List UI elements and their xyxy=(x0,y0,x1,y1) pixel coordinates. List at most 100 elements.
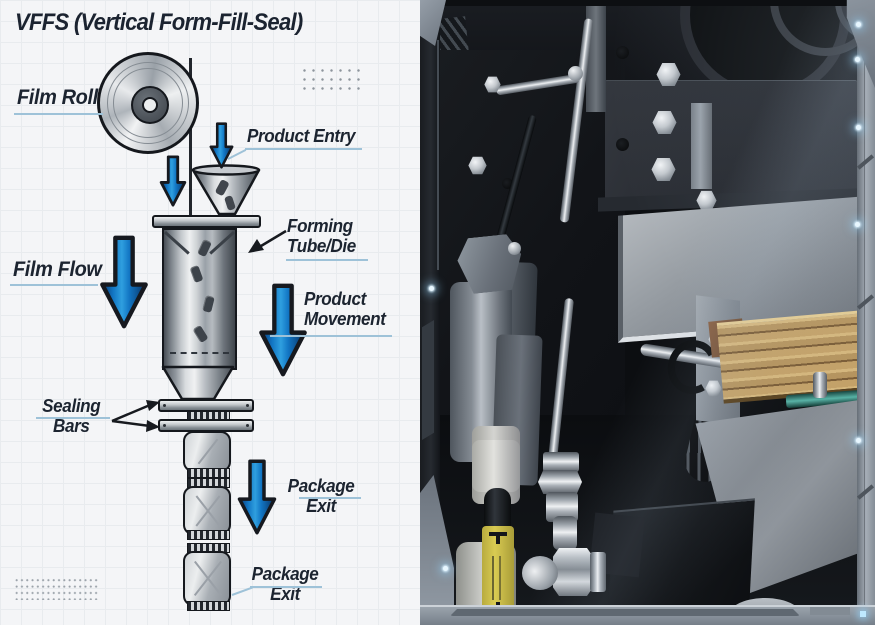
chrome-plug-tip xyxy=(522,556,558,590)
ball-joint xyxy=(568,66,583,81)
chrome-stud xyxy=(813,372,827,398)
forming-tube-pointer-arrow xyxy=(248,229,287,253)
label-product-movement: Product Movement xyxy=(304,289,386,329)
label-sealing-bars-line1: Sealing xyxy=(42,396,101,416)
frame-left-seam xyxy=(437,40,439,270)
panel-hole xyxy=(502,178,513,189)
sparkle-glint xyxy=(856,22,861,27)
mounting-plate xyxy=(605,80,857,199)
product-piece xyxy=(192,324,209,344)
forming-shoulder-line xyxy=(164,231,190,255)
hex-bolt xyxy=(652,111,677,134)
film-roll-axle xyxy=(142,97,158,113)
forming-shoulder-line xyxy=(209,231,235,255)
plate-hole xyxy=(616,46,629,59)
frame-right-seam xyxy=(864,0,865,625)
sparkle-square xyxy=(860,611,866,617)
label-package-exit-lower-line1: Package xyxy=(251,564,319,584)
label-product-entry: Product Entry xyxy=(247,126,356,146)
underline-film-flow xyxy=(10,284,98,286)
sparkle-glint xyxy=(855,222,860,227)
bag-seal-band xyxy=(187,468,230,478)
label-text-lines xyxy=(499,556,501,600)
sealing-bars-pointer-arrows xyxy=(111,400,160,432)
frame-right xyxy=(857,0,875,625)
hex-bolt xyxy=(656,63,681,86)
frame-bottom-notch xyxy=(810,607,850,615)
machine-photo xyxy=(420,0,875,625)
cap-bolt xyxy=(508,242,521,255)
bag-seal-band xyxy=(187,601,230,611)
plate-hole xyxy=(616,138,629,151)
decor-dots-top xyxy=(300,66,363,93)
underline-product-movement xyxy=(270,335,392,337)
decor-dots-bottom xyxy=(14,577,98,600)
frame-bottom-channel xyxy=(450,609,800,616)
label-film-flow: Film Flow xyxy=(13,258,102,281)
package-bag xyxy=(183,551,231,606)
product-piece xyxy=(197,238,212,258)
package-bag xyxy=(183,431,231,472)
fill-level-dashes xyxy=(170,352,229,354)
hex-bolt xyxy=(651,158,676,181)
label-text-lines xyxy=(492,556,494,600)
sparkle-glint xyxy=(856,438,861,443)
film-roll-ring xyxy=(113,68,183,138)
package-exit-arrow-icon xyxy=(237,459,277,535)
film-strip-line xyxy=(189,58,192,218)
label-forming-tube: Forming Tube/Die xyxy=(287,216,356,256)
label-sealing-bars-line2: Bars xyxy=(52,416,90,437)
label-film-roll: Film Roll xyxy=(17,86,98,109)
sparkle-glint xyxy=(856,125,861,130)
product-piece xyxy=(202,295,215,313)
sparkle-glint xyxy=(855,57,860,62)
film-flow-arrow-icon xyxy=(100,235,148,329)
package-bag xyxy=(183,486,231,535)
sparkle-glint xyxy=(429,286,434,291)
chrome-gland-nut xyxy=(553,548,593,596)
label-package-exit-upper-line1: Package xyxy=(287,476,355,496)
underline-sealing-bars xyxy=(36,417,110,419)
label-product-movement-line1: Product xyxy=(304,289,366,309)
pipe-elbow xyxy=(553,516,577,550)
label-package-exit-lower-line2: Exit xyxy=(270,584,300,605)
hex-fitting xyxy=(538,470,582,494)
hex-bolt xyxy=(705,380,722,397)
tube-taper xyxy=(161,365,235,401)
film-roll-ring xyxy=(107,62,189,144)
label-sealing-bars: Sealing Bars xyxy=(38,396,105,436)
copper-sealing-jaws xyxy=(716,309,875,404)
product-piece xyxy=(189,264,204,284)
tube-flange xyxy=(152,215,261,228)
bag-seal-band xyxy=(187,530,230,540)
frame-top xyxy=(420,0,875,6)
product-movement-arrow-icon xyxy=(259,283,307,377)
frame-left-accent xyxy=(422,320,434,440)
label-forming-tube-line1: Forming xyxy=(287,216,353,236)
hex-bolt xyxy=(468,156,487,175)
underline-package-exit-lower xyxy=(250,586,322,588)
bag-crease xyxy=(197,438,219,465)
diagram-title: VFFS (Vertical Form-Fill-Seal) xyxy=(15,9,303,36)
product-entry-arrow-icon xyxy=(209,122,234,169)
product-funnel xyxy=(191,164,261,216)
forming-tube-body xyxy=(162,228,237,370)
underline-forming-tube xyxy=(286,259,368,261)
underline-package-exit-upper xyxy=(299,497,361,499)
sparkle-glint xyxy=(443,566,448,571)
underline-film-roll xyxy=(14,113,103,115)
film-roll-graphic xyxy=(97,52,199,154)
label-forming-tube-line2: Tube/Die xyxy=(287,236,356,257)
vffs-diagram-panel: VFFS (Vertical Form-Fill-Seal) xyxy=(0,0,420,625)
bracket-strip xyxy=(586,0,606,112)
label-package-exit-upper-line2: Exit xyxy=(306,496,336,517)
hex-nut xyxy=(484,76,501,93)
chrome-collar xyxy=(590,552,606,592)
label-package-exit-upper: Package Exit xyxy=(284,476,358,516)
label-package-exit-lower: Package Exit xyxy=(248,564,322,604)
label-product-movement-line2: Movement xyxy=(304,309,386,330)
film-down-arrow-icon xyxy=(159,155,187,207)
hex-bolt xyxy=(696,190,717,211)
pipe-fitting xyxy=(543,452,579,472)
